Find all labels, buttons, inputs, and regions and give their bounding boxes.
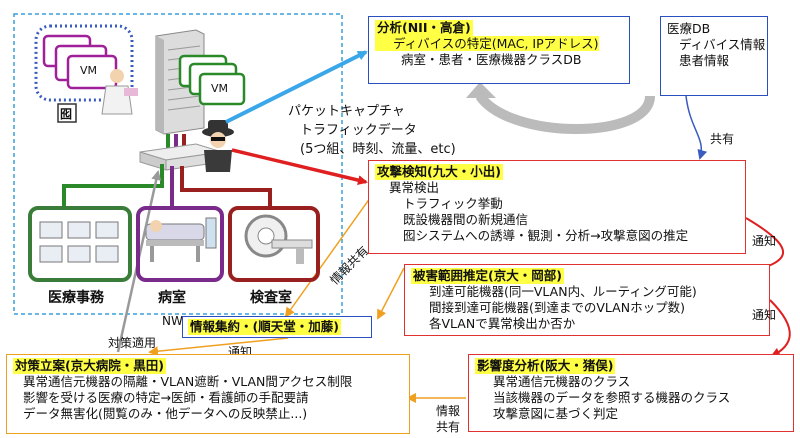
countermeasure-applied-label: 対策適用 [108, 336, 157, 350]
room-name-ward: 病室 [158, 290, 186, 306]
countermeasure-line-2: 影響を受ける医療の特定→医師・看護師の手配要請 [23, 390, 309, 405]
medical-db-title: 医療DB [667, 21, 711, 36]
vm-label-decoy: VM [80, 64, 98, 77]
notify-label-1: 通知 [752, 234, 777, 248]
notify-label-2: 通知 [752, 308, 777, 322]
decoy-label: 囮 [60, 107, 73, 121]
attack-line-2: トラフィック挙動 [403, 196, 503, 211]
analysis-box: 分析(NII・高倉) ディバイスの特定(MAC, IPアドレス) 病室・患者・医… [368, 16, 630, 84]
hospital-bed-icon [145, 217, 217, 262]
attack-line-3: 既設機器間の新規通信 [403, 212, 529, 227]
analysis-line-2: 病室・患者・医療機器クラスDB [401, 52, 582, 67]
vm-box [198, 72, 246, 106]
countermeasure-line-3: データ無害化(閲覧のみ・他データへの反映禁止...) [23, 406, 308, 421]
decoy-vm-cluster [34, 24, 134, 102]
countermeasure-box: 対策立案(京大病院・黒田) 異常通信元機器の隔離・VLAN遮断・VLAN間アクセ… [6, 354, 410, 434]
attacker-icon [202, 120, 234, 172]
damage-line-3: 各VLANで異常検出か否か [429, 316, 576, 331]
ct-scanner-icon [244, 214, 313, 264]
hospital-frame [13, 13, 343, 315]
arrow-damage-to-info [377, 267, 405, 320]
impact-line-3: 攻撃意図に基づく判定 [493, 406, 619, 421]
room-medical-office [28, 206, 132, 282]
info-aggregation-box: 情報集約・(順天堂・加藤) [182, 316, 372, 338]
curved-arrow-db-to-analysis [475, 92, 655, 134]
capture-label-1: パケットキャプチャ [288, 104, 405, 119]
nw-label: NW [162, 314, 183, 328]
office-computers-icon [39, 221, 119, 263]
room-name-office: 医療事務 [48, 290, 104, 306]
arrow-notify-2 [769, 299, 791, 357]
info-share-bottom-1: 情報 [436, 404, 461, 418]
share-label-top: 共有 [710, 132, 735, 146]
arrow-capture-to-attack [231, 148, 368, 186]
arrow-db-share [685, 95, 708, 160]
capture-label-2: トラフィックデータ [300, 123, 417, 138]
countermeasure-line-1: 異常通信元機器の隔離・VLAN遮断・VLAN間アクセス制限 [23, 374, 353, 389]
arrow-capture-to-analysis [225, 50, 368, 124]
impact-analysis-box: 影響度分析(阪大・猪俣) 異常通信元機器のクラス 当該機器のデータを参照する機器… [468, 354, 794, 432]
info-share-bottom-2: 共有 [436, 420, 461, 434]
impact-line-1: 異常通信元機器のクラス [493, 374, 631, 389]
room-exam [228, 206, 320, 282]
room-name-exam: 検査室 [250, 290, 292, 306]
medical-db-line-2: 患者情報 [679, 53, 730, 68]
countermeasure-title: 対策立案(京大病院・黒田) [13, 358, 166, 374]
info-title: 情報集約・(順天堂・加藤) [188, 319, 341, 335]
attack-detection-box: 攻撃検知(九大・小出) 異常検出 トラフィック挙動 既設機器間の新規通信 囮シス… [368, 160, 746, 254]
attack-title: 攻撃検知(九大・小出) [375, 164, 503, 180]
vm-label: VM [211, 82, 229, 95]
damage-title: 被害範囲推定(京大・岡部) [411, 268, 564, 284]
room-ward [136, 206, 224, 282]
analysis-line-1: ディバイスの特定(MAC, IPアドレス) [375, 36, 599, 51]
attack-line-1: 異常検出 [389, 180, 440, 195]
damage-range-box: 被害範囲推定(京大・岡部) 到達可能機器(同一VLAN内、ルーティング可能) 間… [404, 264, 770, 336]
impact-line-2: 当該機器のデータを参照する機器のクラス [493, 390, 731, 405]
damage-line-2: 間接到達可能機器(到達までのVLANホップ数) [429, 300, 685, 315]
capture-label-3: (5つ組、時刻、流量、etc) [300, 142, 456, 157]
decoy-icon [57, 103, 77, 123]
damage-line-1: 到達可能機器(同一VLAN内、ルーティング可能) [429, 284, 697, 299]
medical-db-line-1: ディバイス情報 [679, 37, 766, 52]
doctor-icon [101, 69, 138, 115]
analysis-title: 分析(NII・高倉) [375, 20, 473, 36]
attack-line-4: 囮システムへの誘導・観測・分析→攻撃意図の推定 [403, 228, 689, 243]
medical-db-box: 医療DB ディバイス情報 患者情報 [660, 16, 768, 96]
arrow-info-to-countermeasure [148, 337, 289, 357]
impact-title: 影響度分析(阪大・猪俣) [475, 358, 616, 374]
